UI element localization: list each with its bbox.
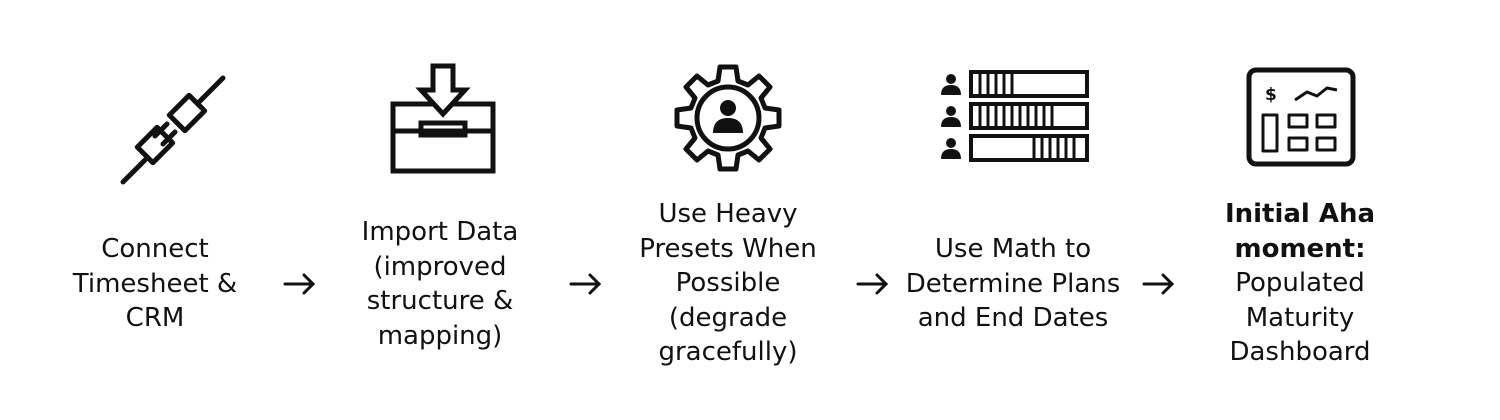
import-inbox-icon <box>383 60 503 190</box>
step-5-bold-text: Initial Aha moment: <box>1224 199 1376 264</box>
step-3-label: Use Heavy Presets When Possible (degrade… <box>618 197 838 370</box>
step-2-text: Import Data (improved structure & mappin… <box>361 217 519 351</box>
arrow-right-icon <box>855 270 891 298</box>
plug-connector-icon <box>107 60 227 190</box>
step-2-label: Import Data (improved structure & mappin… <box>330 215 550 353</box>
step-1-text: Connect Timesheet & CRM <box>72 234 238 333</box>
step-5-text: Populated Maturity Dashboard <box>1229 268 1371 367</box>
dashboard-currency-symbol: $ <box>1265 85 1277 105</box>
arrow-right-icon <box>282 270 318 298</box>
people-timeline-icon <box>938 60 1098 190</box>
step-3-text: Use Heavy Presets When Possible (degrade… <box>639 199 817 367</box>
arrow-right-icon <box>568 270 604 298</box>
gear-user-icon <box>668 60 788 190</box>
dashboard-chart-icon: $ <box>1241 60 1361 190</box>
step-5-label: Initial Aha moment: Populated Maturity D… <box>1190 197 1410 370</box>
step-4-text: Use Math to Determine Plans and End Date… <box>905 234 1121 333</box>
step-1-label: Connect Timesheet & CRM <box>45 232 265 336</box>
step-4-label: Use Math to Determine Plans and End Date… <box>903 232 1123 336</box>
arrow-right-icon <box>1141 270 1177 298</box>
